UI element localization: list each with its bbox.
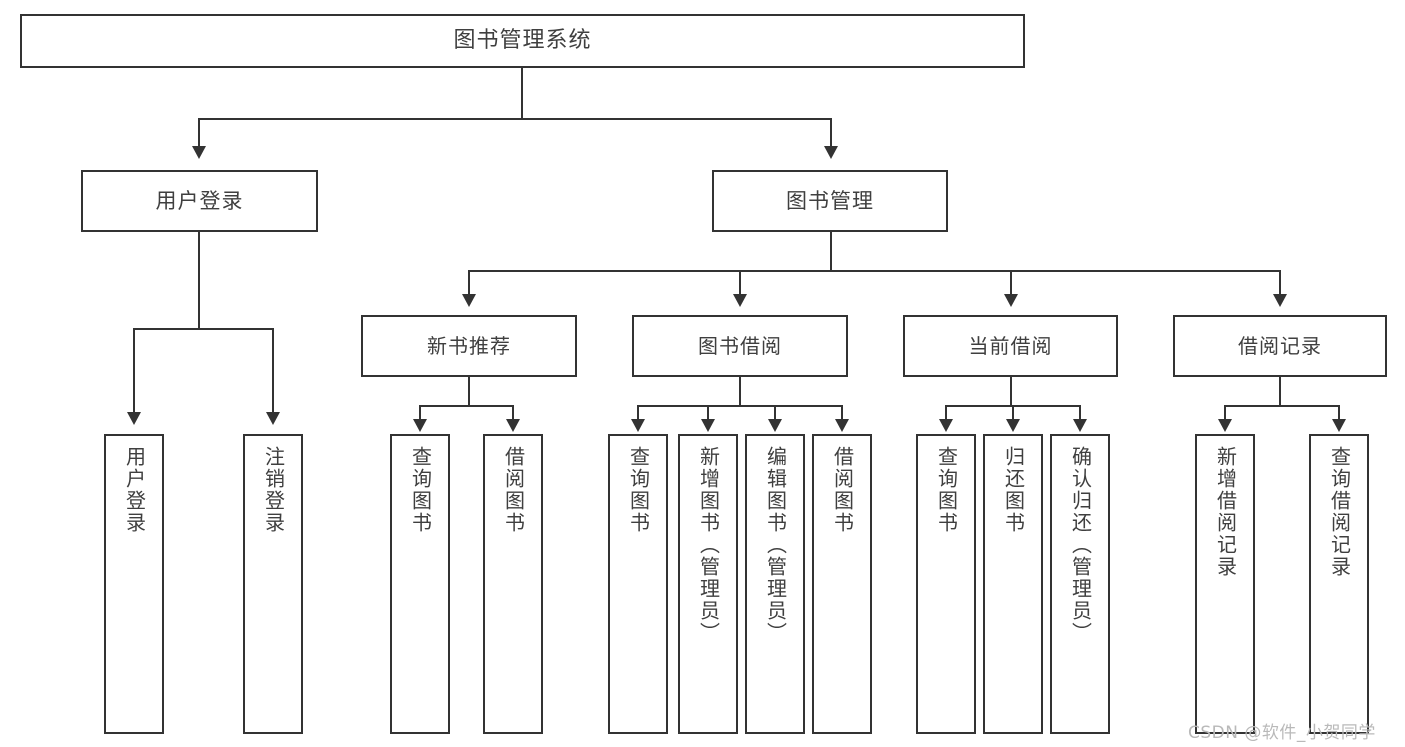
edge-to-current-borrow — [1010, 270, 1012, 296]
leaf-label: 确认归还（管理员） — [1068, 446, 1093, 644]
arrow-bookborrow-leaf-2 — [701, 419, 715, 432]
edge-book-manage-down — [830, 232, 832, 272]
arrow-to-book-borrow — [733, 294, 747, 307]
edge-book-borrow-leaf-4 — [841, 405, 843, 421]
edge-borrow-record-down — [1279, 377, 1281, 407]
leaf-newbook-borrow-book[interactable]: 借阅图书 — [483, 434, 543, 734]
edge-current-borrow-leaf-2 — [1012, 405, 1014, 421]
arrow-currentborrow-leaf-2 — [1006, 419, 1020, 432]
arrow-to-leaf-user-login — [127, 412, 141, 425]
node-label: 当前借阅 — [968, 333, 1053, 358]
edge-new-book-bus — [419, 405, 514, 407]
arrow-newbook-leaf-2 — [506, 419, 520, 432]
edge-to-borrow-record — [1279, 270, 1281, 296]
leaf-borrowrecord-query-record[interactable]: 查询借阅记录 — [1309, 434, 1369, 734]
node-new-book-recommend[interactable]: 新书推荐 — [361, 315, 577, 377]
edge-root-to-book-manage — [830, 118, 832, 148]
edge-borrow-record-bus — [1224, 405, 1339, 407]
node-borrow-record[interactable]: 借阅记录 — [1173, 315, 1387, 377]
leaf-borrowrecord-add-record[interactable]: 新增借阅记录 — [1195, 434, 1255, 734]
arrow-currentborrow-leaf-1 — [939, 419, 953, 432]
node-book-borrow[interactable]: 图书借阅 — [632, 315, 848, 377]
leaf-label: 查询图书 — [626, 446, 651, 534]
edge-book-borrow-bus — [637, 405, 843, 407]
node-label: 图书管理系统 — [453, 28, 592, 54]
leaf-label: 编辑图书（管理员） — [763, 446, 788, 644]
node-book-manage[interactable]: 图书管理 — [712, 170, 948, 232]
leaf-currentborrow-confirm-return[interactable]: 确认归还（管理员） — [1050, 434, 1110, 734]
node-root-system[interactable]: 图书管理系统 — [20, 14, 1025, 68]
edge-book-borrow-leaf-2 — [707, 405, 709, 421]
leaf-label: 查询图书 — [934, 446, 959, 534]
edge-to-new-book — [468, 270, 470, 296]
arrow-newbook-leaf-1 — [413, 419, 427, 432]
leaf-label: 注销登录 — [261, 446, 286, 534]
edge-user-login-to-leaf-1 — [133, 328, 135, 414]
edge-current-borrow-down — [1010, 377, 1012, 407]
leaf-user-login[interactable]: 用户登录 — [104, 434, 164, 734]
node-label: 新书推荐 — [427, 333, 511, 358]
arrow-to-book-manage — [824, 146, 838, 159]
edge-user-login-down — [198, 232, 200, 330]
leaf-label: 新增图书（管理员） — [696, 446, 721, 644]
arrow-bookborrow-leaf-1 — [631, 419, 645, 432]
edge-user-login-bus — [133, 328, 273, 330]
edge-borrow-record-leaf-2 — [1338, 405, 1340, 421]
node-current-borrow[interactable]: 当前借阅 — [903, 315, 1118, 377]
leaf-bookborrow-edit-book[interactable]: 编辑图书（管理员） — [745, 434, 805, 734]
node-label: 借阅记录 — [1238, 333, 1322, 358]
leaf-currentborrow-query-book[interactable]: 查询图书 — [916, 434, 976, 734]
leaf-logout[interactable]: 注销登录 — [243, 434, 303, 734]
edge-to-book-borrow — [739, 270, 741, 296]
edge-current-borrow-leaf-3 — [1079, 405, 1081, 421]
edge-book-manage-bus — [468, 270, 1280, 272]
leaf-label: 归还图书 — [1001, 446, 1026, 534]
node-label: 图书管理 — [786, 188, 874, 213]
arrow-bookborrow-leaf-3 — [768, 419, 782, 432]
arrow-to-new-book — [462, 294, 476, 307]
edge-current-borrow-leaf-1 — [945, 405, 947, 421]
arrow-to-current-borrow — [1004, 294, 1018, 307]
edge-new-book-leaf-1 — [419, 405, 421, 421]
arrow-bookborrow-leaf-4 — [835, 419, 849, 432]
arrow-currentborrow-leaf-3 — [1073, 419, 1087, 432]
leaf-label: 借阅图书 — [830, 446, 855, 534]
leaf-label: 借阅图书 — [501, 446, 526, 534]
leaf-label: 查询图书 — [408, 446, 433, 534]
leaf-bookborrow-borrow-book[interactable]: 借阅图书 — [812, 434, 872, 734]
leaf-label: 新增借阅记录 — [1213, 446, 1238, 578]
edge-new-book-down — [468, 377, 470, 407]
node-label: 用户登录 — [155, 188, 244, 213]
edge-root-bus — [198, 118, 832, 120]
leaf-bookborrow-add-book[interactable]: 新增图书（管理员） — [678, 434, 738, 734]
edge-new-book-leaf-2 — [512, 405, 514, 421]
node-user-login[interactable]: 用户登录 — [81, 170, 318, 232]
leaf-label: 查询借阅记录 — [1327, 446, 1352, 578]
edge-root-down — [521, 68, 523, 120]
edge-book-borrow-leaf-3 — [774, 405, 776, 421]
leaf-currentborrow-return-book[interactable]: 归还图书 — [983, 434, 1043, 734]
leaf-bookborrow-query-book[interactable]: 查询图书 — [608, 434, 668, 734]
edge-book-borrow-leaf-1 — [637, 405, 639, 421]
edge-book-borrow-down — [739, 377, 741, 407]
node-label: 图书借阅 — [698, 333, 782, 358]
edge-borrow-record-leaf-1 — [1224, 405, 1226, 421]
arrow-borrowrecord-leaf-1 — [1218, 419, 1232, 432]
edge-root-to-user-login — [198, 118, 200, 148]
arrow-borrowrecord-leaf-2 — [1332, 419, 1346, 432]
arrow-to-borrow-record — [1273, 294, 1287, 307]
arrow-to-leaf-logout — [266, 412, 280, 425]
edge-user-login-to-leaf-2 — [272, 328, 274, 414]
leaf-label: 用户登录 — [122, 446, 147, 534]
leaf-newbook-query-book[interactable]: 查询图书 — [390, 434, 450, 734]
arrow-to-user-login — [192, 146, 206, 159]
